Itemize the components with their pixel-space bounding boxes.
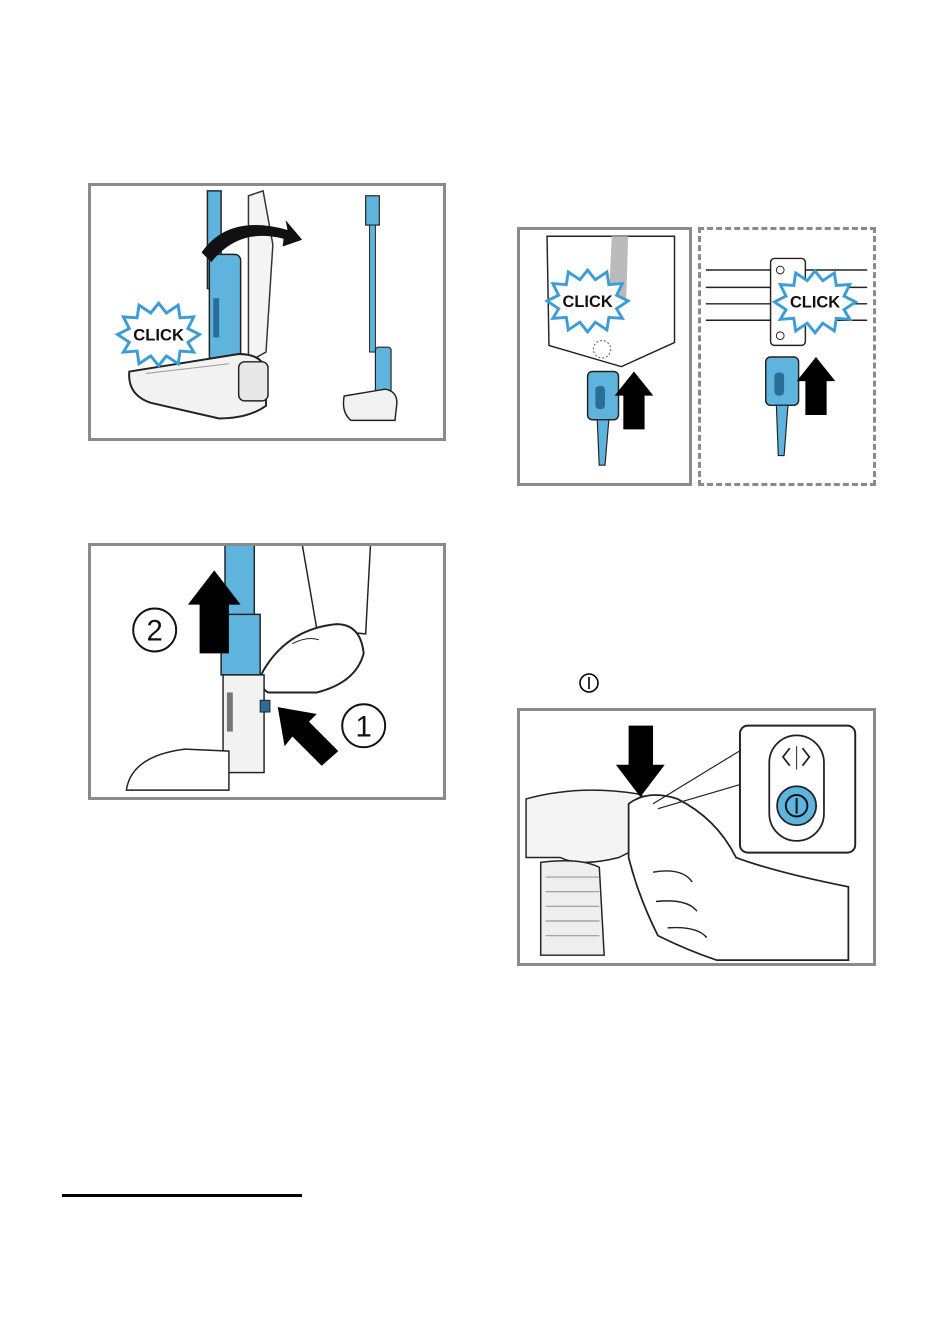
click-burst: CLICK [118,303,200,366]
illustration-detach-tube: 2 1 [88,543,446,800]
illustration-insert-wall-mount: CLICK [698,227,876,486]
illustration-attach-nozzle: CLICK [88,183,446,441]
power-icon [578,672,600,694]
detach-tube-drawing: 2 1 [91,546,443,797]
push-arrow-icon [278,707,339,766]
illustration-insert-station: CLICK [517,227,692,486]
illustration-press-power [517,708,876,966]
insert-wall-mount-drawing: CLICK [701,230,873,483]
down-arrow-icon [616,726,665,797]
click-label: CLICK [133,325,184,344]
press-power-drawing [520,711,873,963]
step-number-2: 2 [147,615,163,648]
up-arrow-icon [797,357,836,415]
attach-nozzle-drawing: CLICK [91,186,443,438]
click-label: CLICK [790,294,840,312]
step-number-1: 1 [356,710,372,743]
click-label: CLICK [563,293,613,311]
insert-station-drawing: CLICK [520,230,689,483]
up-arrow-icon [615,371,654,429]
footnote-divider [62,1194,302,1197]
